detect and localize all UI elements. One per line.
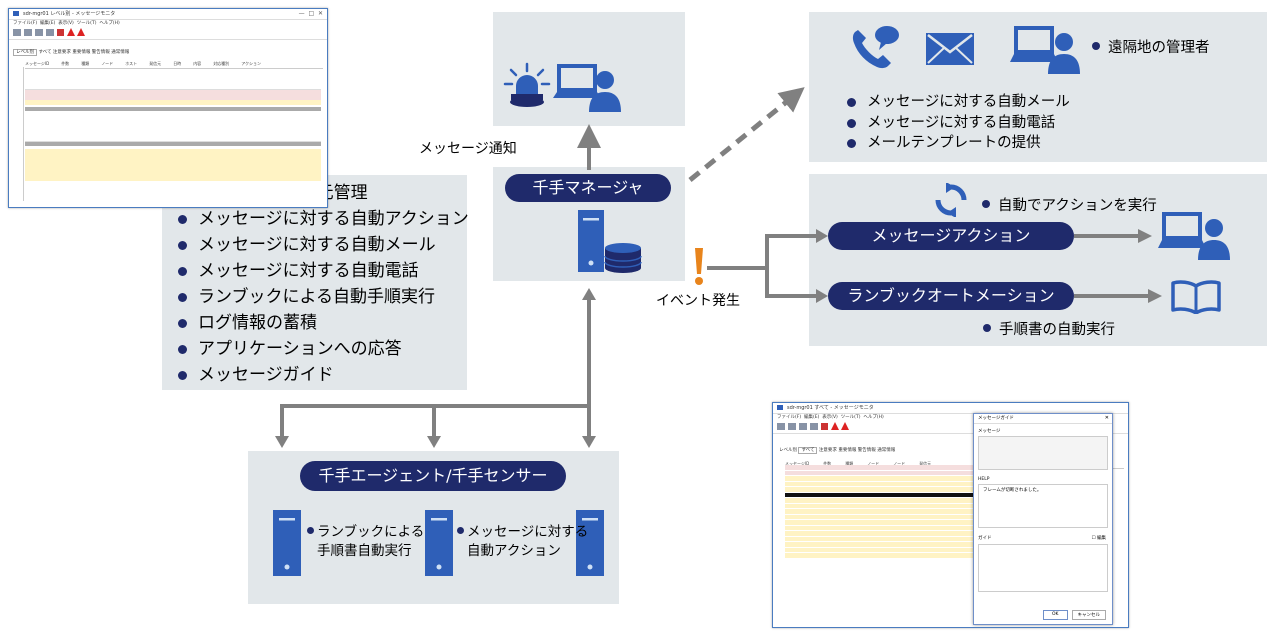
edit-checkbox[interactable]: ☐ 編集 [1091, 536, 1106, 541]
open-book-icon [1171, 280, 1221, 314]
event-label: イベント発生 [656, 293, 740, 309]
toolbar [9, 27, 327, 40]
feature-item: ログ情報の蓄積 [174, 310, 469, 336]
menu-bar: ファイル(F) 編集(E) 表示(V) ツール(T) ヘルプ(H) [13, 21, 120, 26]
runbook-pill: ランブックオートメーション [828, 282, 1074, 310]
action-panel [809, 174, 1267, 346]
feature-item: メッセージに対する自動電話 [174, 258, 469, 284]
cancel-button[interactable]: キャンセル [1071, 610, 1106, 620]
feature-item: メッセージに対する自動アクション [174, 206, 469, 232]
menu-bar: ファイル(F) 編集(E) 表示(V) ツール(T) ヘルプ(H) [777, 415, 884, 420]
mail-icon [926, 33, 974, 65]
agent-server-icon [576, 510, 604, 576]
remote-item: メールテンプレートの提供 [843, 133, 1070, 154]
feature-item: アプリケーションへの応答 [174, 336, 469, 362]
window-controls: — □ ✕ [298, 10, 323, 17]
dialog-guide-box[interactable] [978, 544, 1108, 592]
manager-pill: 千手マネージャ [505, 174, 671, 202]
dialog-message-box [978, 436, 1108, 470]
dialog-titlebar: メッセージガイド ✕ [974, 414, 1112, 424]
phone-icon [852, 26, 899, 69]
dialog-buttons: OK キャンセル [1043, 610, 1106, 620]
event-exclamation-icon [695, 248, 703, 285]
dialog-help-box: フレームが切断されました。 [978, 484, 1108, 528]
remote-admin-label: 遠隔地の管理者 [1092, 36, 1210, 57]
message-monitor-screenshot-left: sdr-mgr01 レベル別 - メッセージモニタ — □ ✕ ファイル(F) … [8, 8, 328, 208]
manager-server-icon [578, 210, 642, 273]
dialog-help-label: HELP [978, 477, 990, 482]
remote-admin-icon [1010, 26, 1080, 74]
window-title: sdr-mgr01 すべて - メッセージモニタ [787, 405, 874, 411]
feature-item: メッセージガイド [174, 362, 469, 388]
message-list [25, 67, 321, 201]
remote-item: メッセージに対する自動メール [843, 92, 1070, 113]
ok-button[interactable]: OK [1043, 610, 1068, 620]
operator-pc-icon [1158, 212, 1230, 260]
remote-feature-list: メッセージに対する自動メール メッセージに対する自動電話 メールテンプレートの提… [843, 92, 1070, 154]
message-guide-dialog: メッセージガイド ✕ メッセージ HELP フレームが切断されました。 ガイド … [973, 413, 1113, 625]
remote-item: メッセージに対する自動電話 [843, 113, 1070, 134]
auto-refresh-icon [935, 183, 967, 217]
feature-item: メッセージに対する自動メール [174, 232, 469, 258]
dialog-message-label: メッセージ [978, 429, 1001, 434]
column-header: メッセージID 件数 種類 ノード ホスト 発信元 日時 内容 対応種別 アクシ… [25, 60, 323, 69]
features-panel [162, 175, 467, 390]
agent-action-text: メッセージに対する 自動アクション [457, 523, 588, 561]
dialog-guide-row: ガイド ☐ 編集 [974, 534, 1112, 544]
message-action-pill: メッセージアクション [828, 222, 1074, 250]
manager-feature-list: メッセージの一元管理 メッセージに対する自動アクション メッセージに対する自動メ… [174, 180, 469, 388]
siren-icon [503, 62, 551, 107]
close-icon[interactable]: ✕ [1104, 415, 1109, 421]
agent-server-icon [273, 510, 301, 576]
tab-strip: レベル別 すべて 注意要求 重要情報 警告情報 通常情報 [9, 48, 327, 58]
procedure-label: 手順書の自動実行 [983, 318, 1115, 339]
agent-server-icon [425, 510, 453, 576]
toolbar [773, 421, 1128, 434]
window-titlebar: sdr-mgr01 レベル別 - メッセージモニタ — □ ✕ [9, 9, 327, 20]
level-sidebar [13, 67, 24, 201]
notification-label: メッセージ通知 [419, 141, 517, 157]
window-title: sdr-mgr01 レベル別 - メッセージモニタ [23, 11, 116, 17]
window-titlebar: sdr-mgr01 すべて - メッセージモニタ [773, 403, 1128, 414]
message-list [785, 465, 975, 585]
agent-pill: 千手エージェント/千手センサー [300, 461, 566, 491]
tab-strip: レベル別 すべて 注意要求 重要情報 警告情報 通常情報 [779, 447, 896, 454]
feature-item: ランブックによる自動手順実行 [174, 284, 469, 310]
message-monitor-screenshot-right: sdr-mgr01 すべて - メッセージモニタ ファイル(F) 編集(E) 表… [772, 402, 1129, 628]
admin-at-pc-icon [553, 64, 621, 112]
agent-runbook-text: ランブックによる 手順書自動実行 [307, 523, 424, 561]
auto-action-label: 自動でアクションを実行 [982, 194, 1157, 215]
